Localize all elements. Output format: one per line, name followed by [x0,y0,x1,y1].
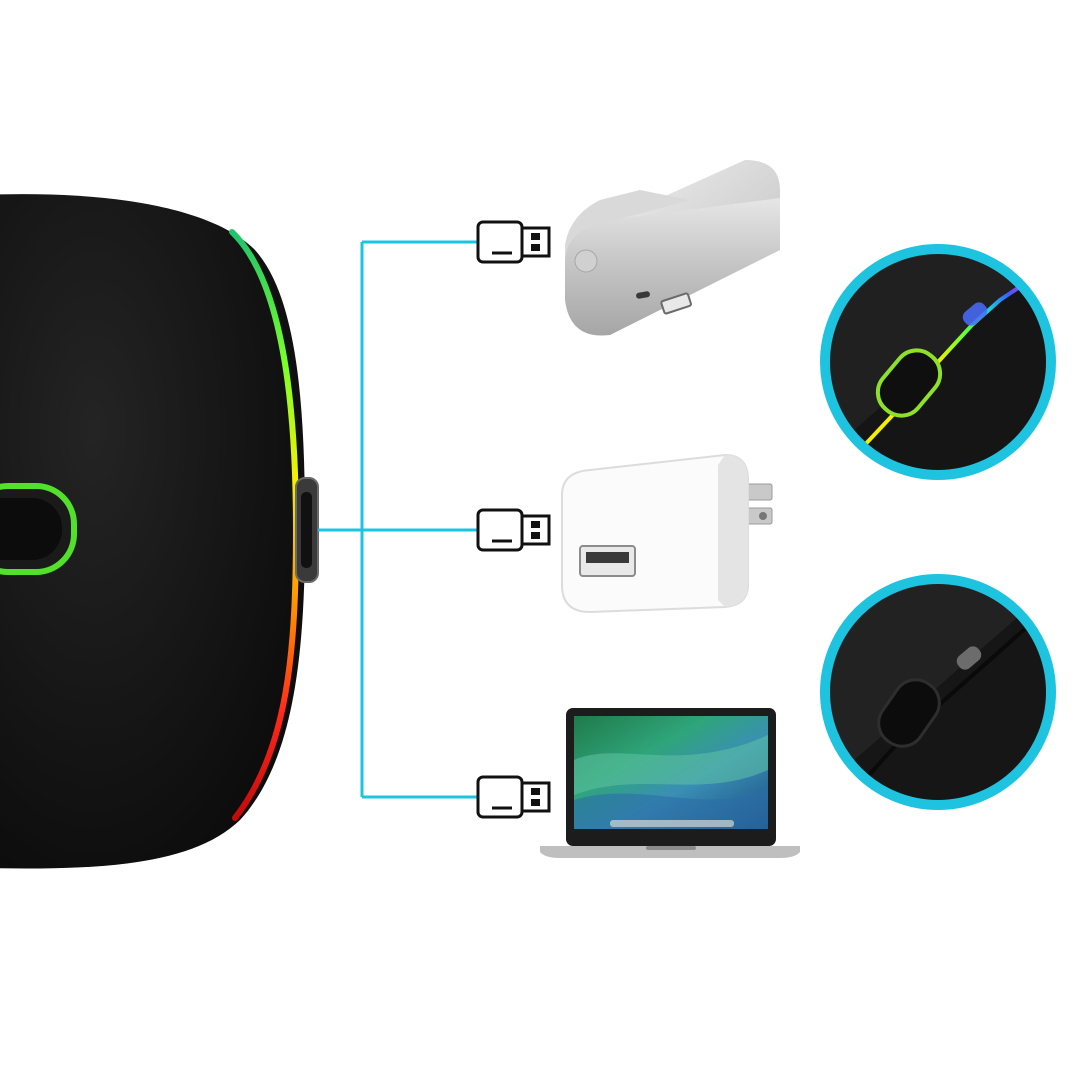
wireless-mouse [0,194,319,869]
inset-ring [820,244,1056,480]
power-bank [565,160,780,336]
laptop [540,708,800,858]
mouse-body [0,194,305,869]
connector-lines [318,240,478,799]
usb-a-plug-icon [476,508,551,552]
inset-light-on [820,244,1056,480]
inset-light-off [820,574,1056,810]
usb-a-plug-icon [476,775,551,819]
usb-a-plug-icon [476,220,551,264]
inset-ring [820,574,1056,810]
wall-adapter [561,453,773,614]
